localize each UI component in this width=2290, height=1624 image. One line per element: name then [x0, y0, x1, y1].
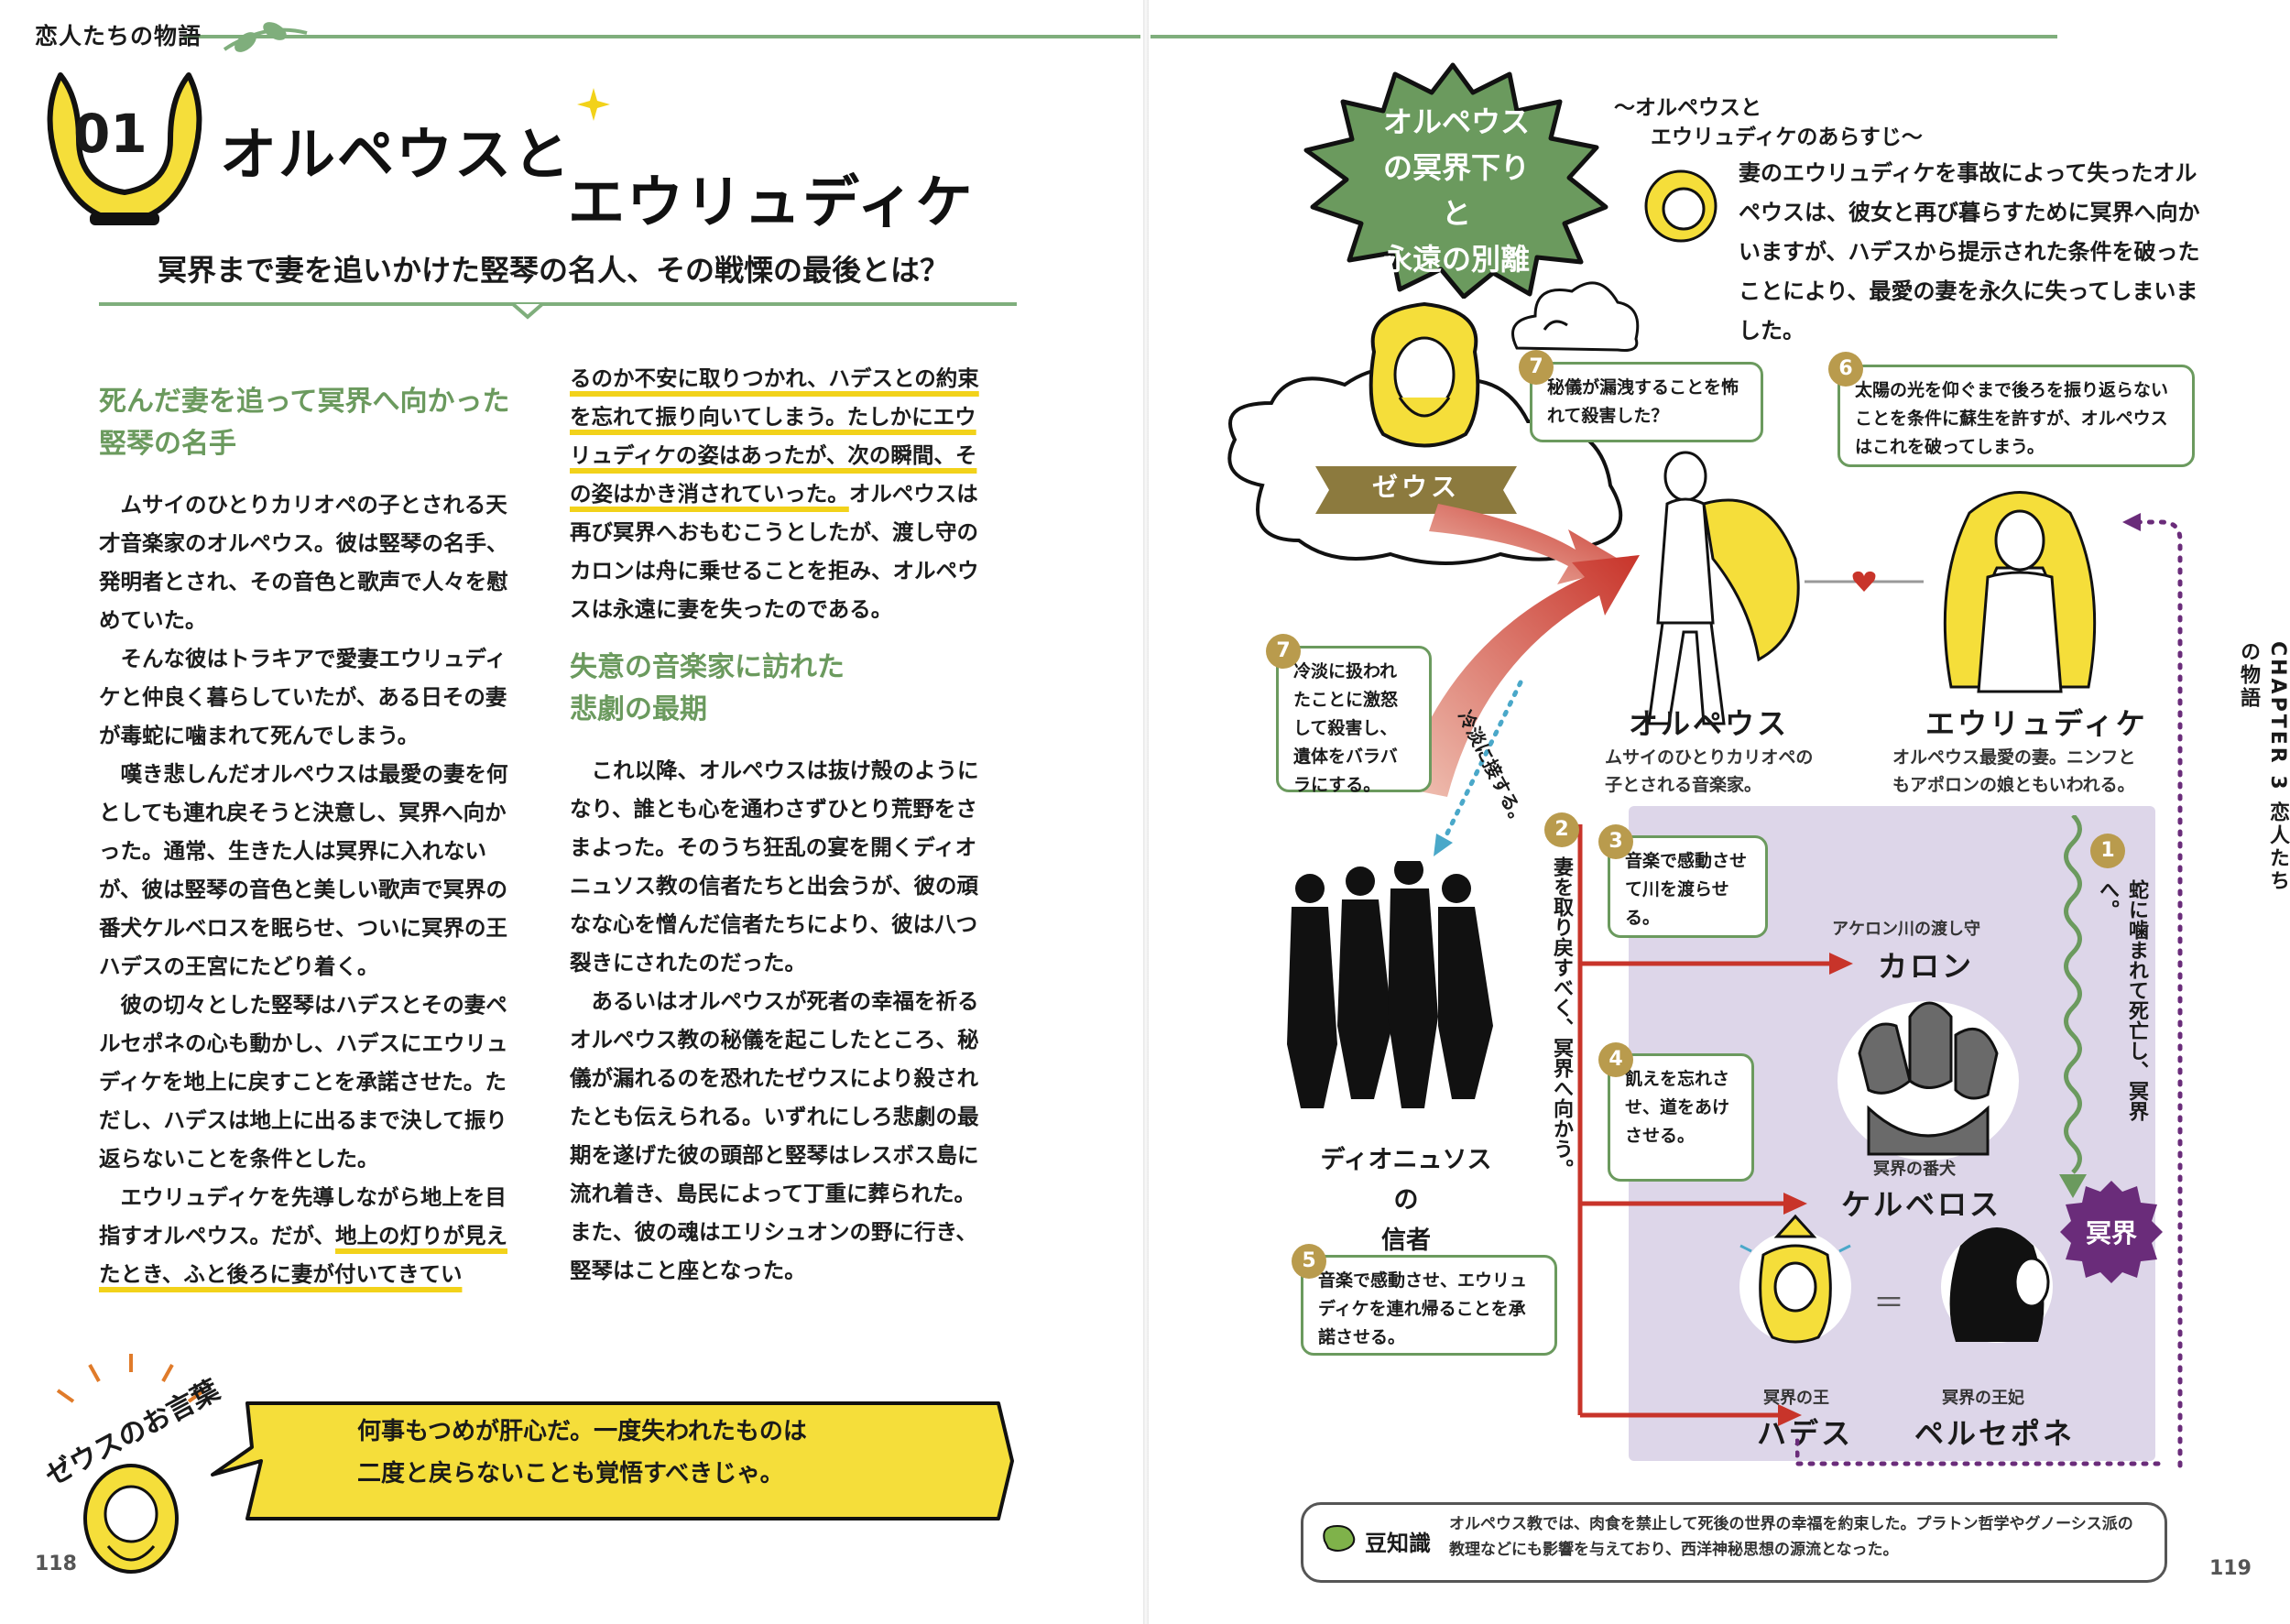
step-number-5: 5 [1292, 1244, 1326, 1279]
book-spine [1143, 0, 1149, 1624]
synopsis-text: 妻のエウリュディケを事故によって失ったオルペウスは、彼女と再び暮らすために冥界へ… [1739, 160, 2200, 343]
paragraph: これ以降、オルペウスは抜け殻のようになり、誰とも心を通わさずひとり荒野をさまよっ… [570, 758, 979, 975]
return-arrow [2122, 513, 2183, 1468]
article-column-1: 死んだ妻を追って冥界へ向かった竪琴の名手 ムサイのひとりカリオペの子とされる天才… [99, 376, 524, 1293]
paragraph: 嘆き悲しんだオルペウスは最愛の妻を何としても連れ戻そうと決意し、冥界へ向かった。… [99, 761, 508, 979]
step-number-3: 3 [1598, 824, 1633, 859]
orpheus-name: オルペウス [1629, 706, 1790, 741]
step-number-2: 2 [1544, 812, 1579, 847]
love-link [1805, 571, 1924, 592]
title-badge-text: オルペウスの冥界下りと永遠の別離 [1382, 104, 1530, 277]
bubble-zeus-motive: 秘儀が漏洩することを怖れて殺害した？ [1530, 362, 1763, 442]
synopsis-label: ～オルペウスとエウリュディケのあらすじ～ [1614, 96, 1923, 149]
paragraph: るのか不安に取りつかれ、ハデスとの約束を忘れて振り向いてしまう。たしかにエウリュ… [570, 365, 979, 622]
persephone-sub: 冥界の王妃 [1942, 1389, 2024, 1408]
top-rule-right [1150, 35, 2057, 38]
underlined-text: 地上の灯りが見えたとき、ふと後ろに妻が付いてきてい [99, 1223, 508, 1287]
underworld-label: 冥界 [2085, 1218, 2137, 1248]
page-number-right: 119 [2209, 1557, 2252, 1580]
step-number-7b: 7 [1266, 634, 1301, 669]
persephone-icon [1939, 1227, 2055, 1345]
cerberus-sub: 冥界の番犬 [1873, 1160, 1956, 1179]
step-2-text: 妻を取り戻すべく、冥界へ向かう。 [1550, 856, 1573, 1179]
equals-sign: ＝ [1873, 1285, 1904, 1322]
maenads-silhouette-icon [1287, 861, 1493, 1108]
hades-icon [1738, 1214, 1853, 1345]
step-1-text: 蛇に噛まれて死亡し、冥界へ。 [2096, 879, 2148, 1121]
bean-icon [1323, 1524, 1356, 1552]
zeus-cloud [1227, 366, 1623, 565]
red-arrows [1401, 504, 1640, 797]
paragraph: あるいはオルペウスが死者の幸福を祈るオルペウス教の秘儀を起こしたところ、秘儀が漏… [570, 988, 979, 1283]
cerberus-icon [1836, 999, 2021, 1162]
heading-1: 死んだ妻を追って冥界へ向かった竪琴の名手 [99, 386, 510, 460]
zeus-word-text: 何事もつめが肝心だ。一度失われたものは二度と戻らないことも覚悟すべきじゃ。 [357, 1418, 807, 1488]
underworld-return-path [1795, 1438, 2165, 1466]
series-label: 恋人たちの物語 [35, 23, 202, 49]
cold-arrow [1434, 680, 1523, 856]
paragraph: 彼の切々とした竪琴はハデスとその妻ペルセポネの心も動かし、ハデスにエウリュディケ… [99, 992, 508, 1172]
bubble-hades-condition: 太陽の光を仰ぐまで後ろを振り返らないことを条件に蘇生を許すが、オルペウスはこれを… [1837, 365, 2195, 467]
lyre-emblem-icon [47, 72, 202, 225]
chevron-down-icon [511, 302, 544, 320]
eurydice-face-icon [1644, 169, 1718, 243]
zeus-face-icon [56, 1354, 206, 1574]
paragraph: そんな彼はトラキアで愛妻エウリュディケと仲良く暮らしていたが、ある日その妻が毒蛇… [99, 646, 507, 748]
charon-sub: アケロン川の渡し守 [1832, 920, 1980, 939]
trivia-label: 豆知識 [1365, 1531, 1431, 1556]
zeus-name: ゼウス [1371, 472, 1460, 502]
paragraph: ムサイのひとりカリオペの子とされる天才音楽家のオルペウス。彼は竪琴の名手、発明者… [99, 492, 508, 633]
chapter-number: 01 [73, 103, 147, 165]
title-line2: エウリュディケ [568, 169, 975, 235]
red-path-arrows [1577, 824, 1853, 1426]
title-burst-badge [1303, 62, 1608, 299]
charon-name: カロン [1878, 949, 1975, 984]
zeus-word-banner [211, 1401, 1014, 1520]
paragraph: エウリュディケを先導しながら地上を目指すオルペウス。だが、地上の灯りが見えたとき… [99, 1184, 508, 1287]
trivia-text: オルペウス教では、肉食を禁止して死後の世界の幸福を約束した。プラトン哲学やグノー… [1449, 1515, 2133, 1559]
bubble-cerberus: 飢えを忘れさせ、道をあけさせる。 [1608, 1053, 1754, 1182]
leaf-icon [223, 22, 308, 52]
zeus-portrait-icon [1369, 301, 1480, 448]
heading-2: 失意の音楽家に訪れた悲劇の最期 [570, 651, 845, 725]
subtitle: 冥界まで妻を追いかけた竪琴の名人、その戦慄の最後とは？ [158, 253, 950, 288]
eurydice-desc: オルペウス最愛の妻。ニンフともアポロンの娘ともいわれる。 [1892, 747, 2136, 795]
cloud-icon [1511, 281, 1640, 352]
top-rule-left [183, 35, 1140, 38]
title-line1: オルペウスと [220, 121, 572, 188]
step-number-6: 6 [1828, 352, 1863, 387]
article-column-2: るのか不安に取りつかれ、ハデスとの約束を忘れて振り向いてしまう。たしかにエウリュ… [570, 359, 995, 1290]
cerberus-name: ケルベロス [1841, 1187, 2002, 1222]
title-rule [99, 302, 1017, 306]
orpheus-desc: ムサイのひとりカリオペの子とされる音楽家。 [1605, 747, 1814, 795]
eurydice-figure-icon [1943, 491, 2097, 693]
chapter-side-label: CHAPTER 3 恋人たちの物語 [2237, 641, 2289, 894]
bubble-charon: 音楽で感動させて川を渡らせる。 [1608, 835, 1768, 938]
green-wavy-arrow [2059, 815, 2087, 1198]
underlined-text: るのか不安に取りつかれ、ハデスとの約束を忘れて振り向いてしまう。たしかにエウリュ… [570, 365, 979, 507]
hades-sub: 冥界の王 [1763, 1389, 1829, 1408]
bubble-hades: 音楽で感動させ、エウリュディケを連れ帰ることを承諾させる。 [1301, 1255, 1557, 1356]
step-number-7: 7 [1519, 350, 1554, 385]
trivia-box [1301, 1502, 2167, 1583]
underworld-badge [2060, 1181, 2163, 1283]
bubble-maenads-motive: 冷淡に扱われたことに激怒して殺害し、遺体をバラバラにする。 [1276, 646, 1432, 795]
eurydice-name: エウリュディケ [1925, 706, 2148, 741]
step-number-4: 4 [1598, 1042, 1633, 1077]
sparkle-icon [577, 88, 610, 121]
page-number-left: 118 [35, 1553, 77, 1575]
orpheus-figure-icon [1647, 451, 1800, 725]
maenads-name: ディオニュソスの信者 [1320, 1146, 1492, 1255]
step-number-1: 1 [2090, 834, 2125, 868]
persephone-name: ペルセポネ [1914, 1416, 2076, 1451]
hades-name: ハデス [1757, 1416, 1854, 1451]
zeus-name-banner [1315, 466, 1517, 514]
